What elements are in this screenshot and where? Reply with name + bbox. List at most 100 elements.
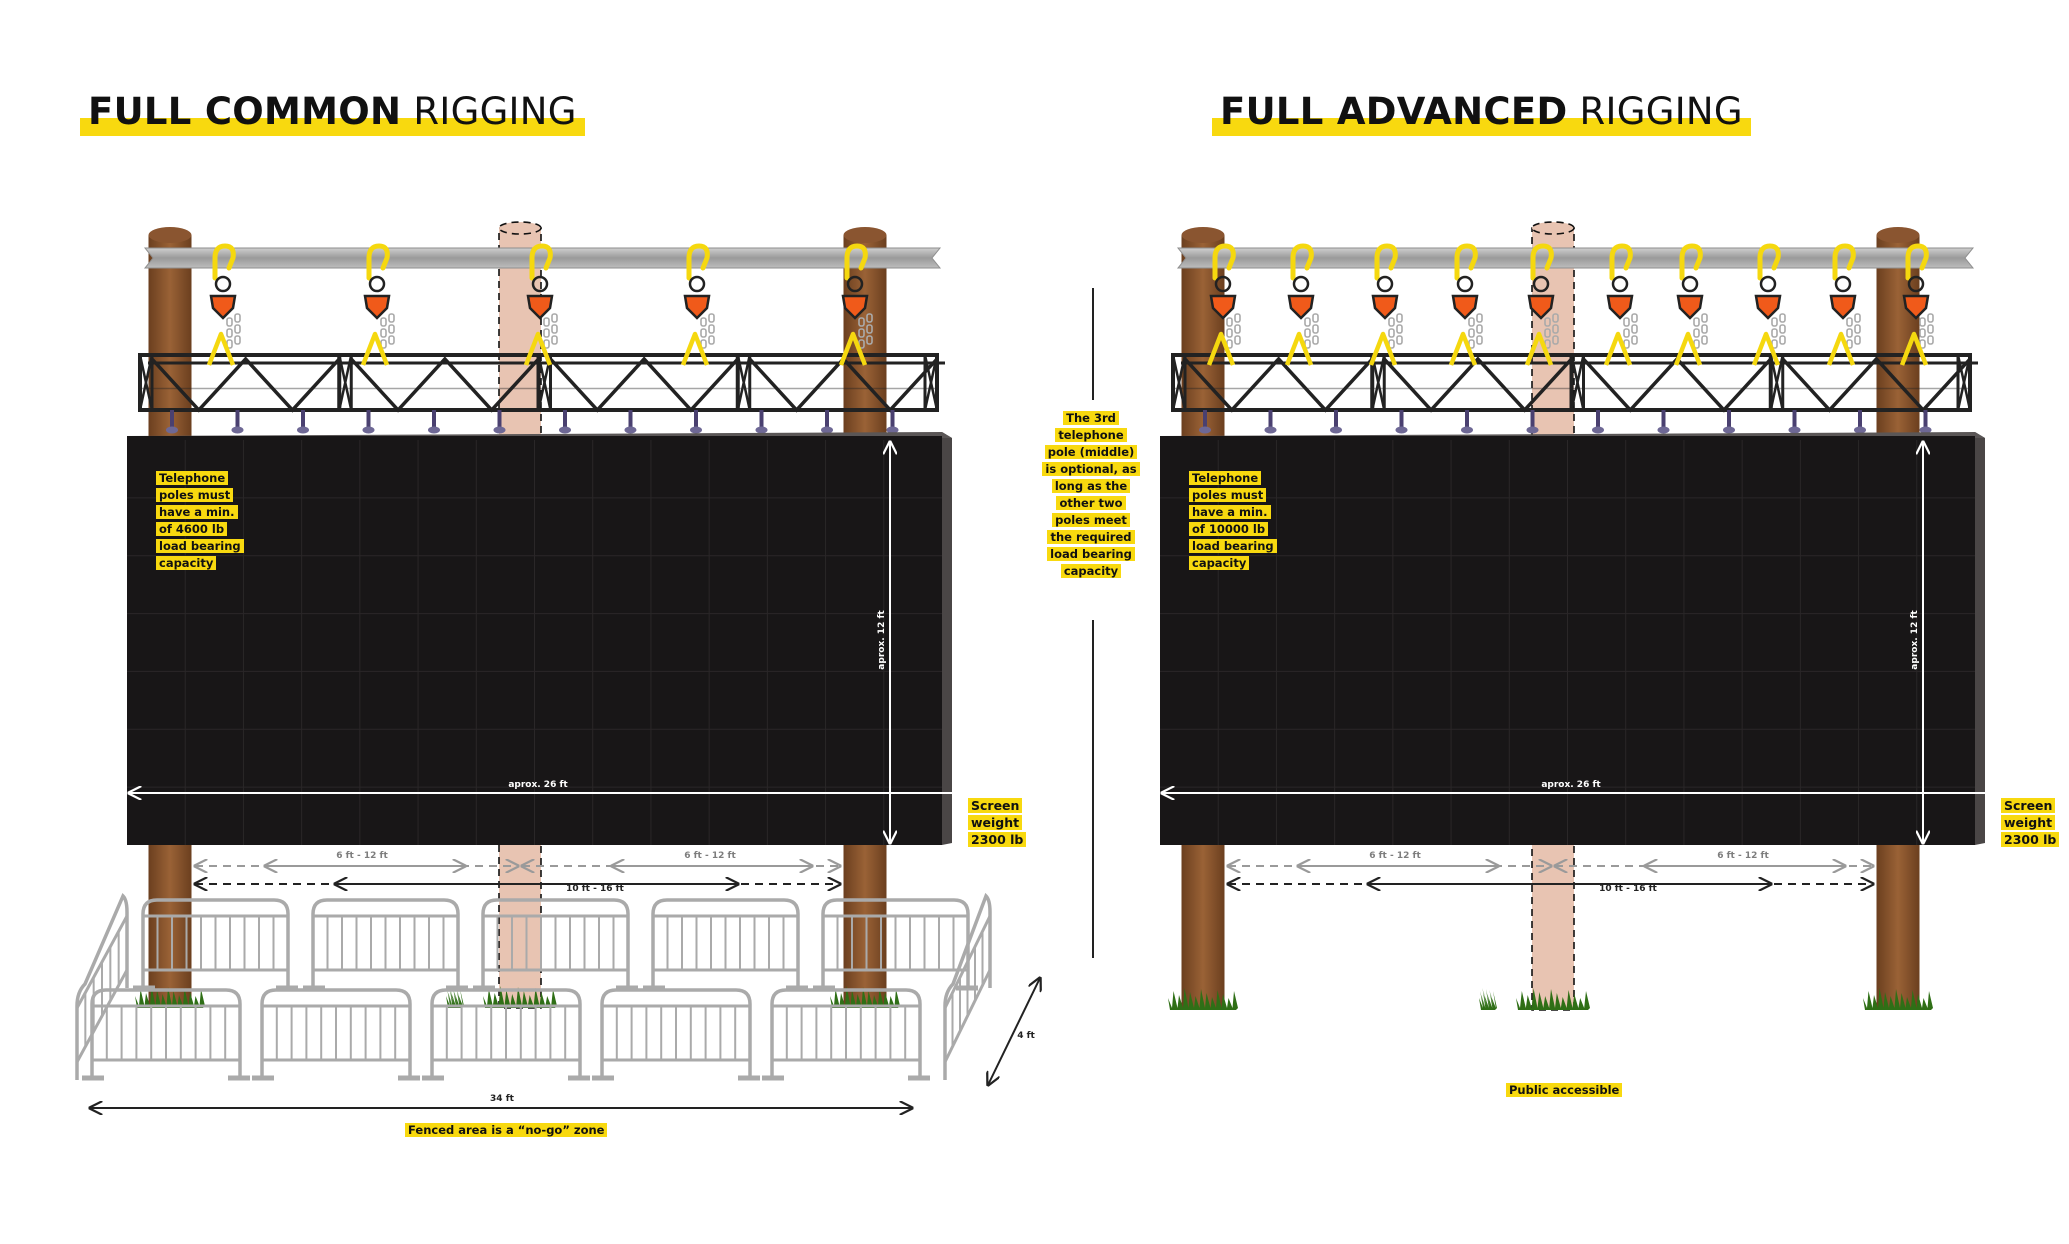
clamp-foot: [1919, 426, 1932, 434]
chain-hoist: [523, 243, 558, 366]
clamp-foot: [231, 426, 244, 434]
barricade-frame: [770, 988, 922, 1078]
barricade: [762, 988, 930, 1081]
hoist-body: [1829, 294, 1857, 320]
hoist-body: [1754, 294, 1782, 320]
chain-link: [388, 335, 395, 345]
shackle: [531, 275, 549, 293]
chain-link: [543, 317, 550, 327]
hook-sling: [1454, 243, 1478, 281]
chain-link: [1396, 313, 1403, 323]
chain-link: [1234, 324, 1241, 334]
chain-hoist: [1603, 243, 1638, 366]
hook-sling: [1530, 243, 1554, 281]
truss-sling: [1448, 331, 1478, 366]
chain-link: [234, 324, 241, 334]
barricade: [592, 988, 760, 1081]
hook-sling: [529, 243, 553, 281]
left-title-bold: FULL COMMON: [88, 90, 402, 133]
hoist-body: [841, 294, 869, 320]
chain-link: [543, 328, 550, 338]
hoist-body: [1451, 294, 1479, 320]
chain-hoist: [360, 243, 395, 366]
chain-link: [1234, 335, 1241, 345]
chain-link: [1226, 317, 1233, 327]
truss-lattice: [349, 356, 540, 413]
hook-sling: [686, 243, 710, 281]
chain-link: [388, 313, 395, 323]
truss-brace: [1570, 354, 1585, 411]
clamp-foot: [1592, 426, 1604, 434]
barricade-frame: [821, 898, 970, 988]
chain-link: [1771, 317, 1778, 327]
chain-link: [1304, 328, 1311, 338]
barricade-frame: [430, 988, 582, 1078]
hoist-body: [1676, 294, 1704, 320]
hook-sling: [1212, 243, 1236, 281]
left-fence-depth: 4 ft: [1017, 1031, 1035, 1041]
truss-sling: [1603, 331, 1633, 366]
clamp-foot: [559, 426, 571, 434]
clamp-foot: [166, 426, 178, 434]
shackle: [214, 275, 232, 293]
barricade-frame: [481, 898, 630, 988]
truss-sling: [680, 331, 710, 366]
hoist-body: [1527, 294, 1555, 320]
clamp-foot: [1199, 426, 1211, 434]
truss-sling: [1673, 331, 1703, 366]
chain-link: [1693, 328, 1700, 338]
hook-sling: [1757, 243, 1781, 281]
right-title: FULL ADVANCED RIGGING: [1212, 88, 1751, 136]
chain-link: [1846, 317, 1853, 327]
pole-top: [148, 227, 192, 243]
shackle: [688, 275, 706, 293]
chain-link: [1854, 324, 1861, 334]
fence-back-row: [133, 898, 978, 991]
barricade: [133, 898, 298, 991]
clamp-foot: [362, 426, 375, 434]
chain-link: [1701, 335, 1708, 345]
chain-hoist: [1673, 243, 1708, 366]
hoist-body: [209, 294, 237, 320]
truss-sling: [1899, 331, 1929, 366]
clamp-foot: [755, 426, 768, 434]
hook-sling: [1609, 243, 1633, 281]
barricade: [252, 988, 420, 1081]
truss-sling: [1524, 331, 1554, 366]
left-height-label: aprox. 12 ft: [877, 610, 887, 670]
chain-link: [1552, 324, 1559, 334]
chain-link: [1779, 313, 1786, 323]
chain-hoist: [1524, 243, 1559, 366]
chain-link: [1388, 317, 1395, 327]
truss-lattice: [1382, 356, 1573, 413]
chain-link: [1631, 313, 1638, 323]
chain-link: [380, 317, 387, 327]
right-spacing-center: 10 ft - 16 ft: [1599, 884, 1657, 894]
right-rig: [1160, 221, 2003, 1011]
left-fence-width: 34 ft: [490, 1094, 514, 1104]
chain-link: [1476, 313, 1483, 323]
shackle: [1376, 275, 1394, 293]
chain-link: [1846, 328, 1853, 338]
left-title-light: RIGGING: [413, 90, 577, 133]
right-spacing-left: 6 ft - 12 ft: [1369, 851, 1421, 861]
clamp-foot: [1330, 426, 1342, 434]
chain-hoist: [1899, 243, 1934, 366]
clamp-foot: [1526, 426, 1539, 434]
chain-hoist: [1448, 243, 1483, 366]
shackle: [1907, 275, 1925, 293]
chain-link: [1919, 328, 1926, 338]
clamp-foot: [821, 426, 833, 434]
chain-link: [226, 328, 233, 338]
truss-brace: [1171, 354, 1187, 411]
right-height-label: aprox. 12 ft: [1910, 610, 1920, 670]
chain-hoist: [1751, 243, 1786, 366]
left-width-label: aprox. 26 ft: [508, 780, 568, 790]
chain-link: [551, 324, 558, 334]
barricade: [813, 898, 978, 991]
right-pole-note: Telephone poles must have a min. of 1000…: [1189, 470, 1279, 572]
left-weight-note: Screen weight 2300 lb: [968, 797, 1028, 848]
chain-link: [1631, 324, 1638, 334]
chain-link: [708, 324, 715, 334]
